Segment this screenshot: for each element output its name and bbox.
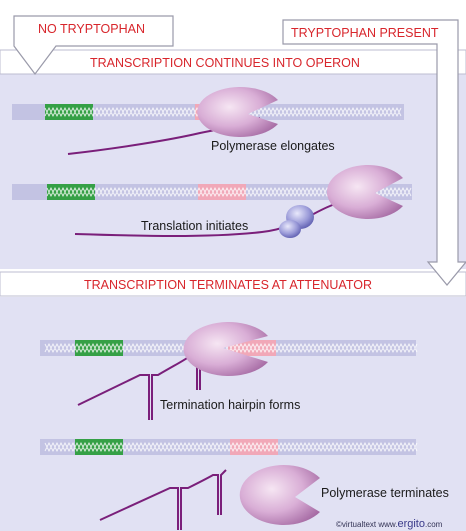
mrna-strand-4 [99,469,227,530]
attenuator-region [230,439,278,455]
no-trp-arrow [13,15,174,75]
leader-region [47,184,95,200]
trp-present-label: TRYPTOPHAN PRESENT [291,26,439,40]
dna-helix-pattern [44,441,418,453]
leader-region [45,104,93,120]
credit-brand: ergito [397,518,425,530]
attenuator-region [198,184,246,200]
header-terminates: TRANSCRIPTION TERMINATES AT ATTENUATOR [84,278,372,292]
ribosome-icon [279,205,314,238]
rna-polymerase-released [239,465,320,525]
no-trp-label: NO TRYPTOPHAN [38,22,145,36]
dna-helix-pattern [44,342,418,354]
trp-present-arrow [282,19,466,286]
rna-polymerase-1 [197,87,278,137]
dna-track-4 [40,439,418,455]
credit-text: ©virtualtext www.ergito.com [336,518,443,530]
dna-track-2 [12,184,412,200]
rna-polymerase-2 [326,164,403,220]
attenuator-region [228,340,276,356]
label-polymerase-terminates: Polymerase terminates [321,486,449,500]
label-polymerase-elongates: Polymerase elongates [211,139,335,153]
header-continues: TRANSCRIPTION CONTINUES INTO OPERON [90,56,360,70]
credit-prefix: ©virtualtext www. [336,520,397,529]
header-bar-continues [0,49,466,75]
label-translation-initiates: Translation initiates [141,219,248,233]
rna-polymerase-3 [183,322,268,376]
credit-suffix: .com [425,520,443,529]
label-termination-hairpin: Termination hairpin forms [160,398,300,412]
dna-track-3 [40,340,418,356]
header-bar-terminates [0,271,466,297]
